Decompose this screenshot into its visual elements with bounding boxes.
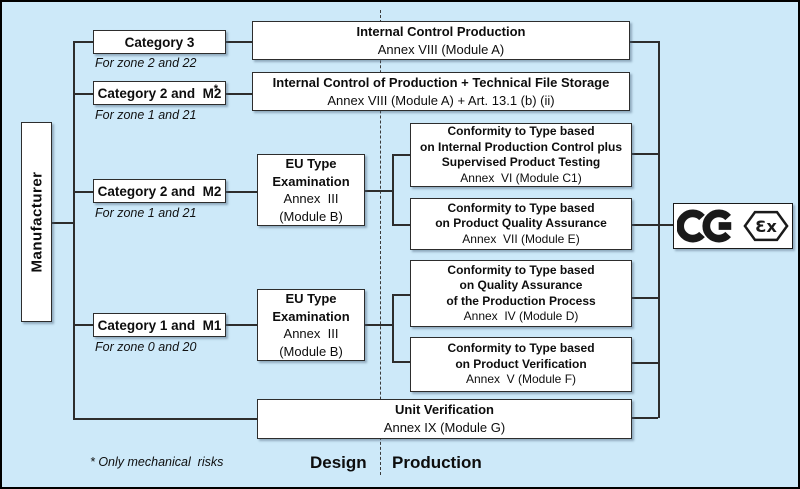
connector-line bbox=[632, 224, 673, 226]
connector-line bbox=[365, 324, 392, 326]
module-f-box: Conformity to Type based on Product Veri… bbox=[410, 337, 632, 392]
connector-line bbox=[632, 417, 658, 419]
manufacturer-label: Manufacturer bbox=[28, 171, 45, 273]
module-f-title: Conformity to Type based on Product Veri… bbox=[447, 341, 595, 371]
connector-line bbox=[226, 93, 252, 95]
connector-line bbox=[392, 154, 394, 225]
connector-line bbox=[226, 41, 252, 43]
module-c1-annex: Annex VI (Module C1) bbox=[460, 170, 582, 185]
category-1-m1-label: Category 1 and M1 bbox=[97, 317, 222, 333]
connector-line bbox=[73, 41, 93, 43]
category-2-m2-internal-box: Category 2 and M2 * bbox=[93, 81, 226, 105]
module-g-title: Unit Verification bbox=[395, 402, 494, 417]
ex-hexagon-icon: Ɛx bbox=[743, 210, 789, 242]
category-2-m2-box: Category 2 and M2 bbox=[93, 179, 226, 203]
eu-type-examination-annex-1: Annex III (Module B) bbox=[279, 191, 343, 224]
module-f-annex: Annex V (Module F) bbox=[465, 372, 577, 387]
connector-line bbox=[226, 191, 257, 193]
eu-type-examination-annex-2: Annex III (Module B) bbox=[279, 326, 343, 359]
module-a-art13-annex: Annex VIII (Module A) + Art. 13.1 (b) (i… bbox=[327, 92, 555, 108]
module-d-annex: Annex IV (Module D) bbox=[463, 309, 579, 323]
production-phase-label: Production bbox=[392, 453, 482, 472]
mechanical-risks-footnote: * Only mechanical risks bbox=[90, 455, 224, 469]
eu-type-examination-box-2: EU Type Examination Annex III (Module B) bbox=[257, 289, 365, 361]
eu-type-examination-title-2: EU Type Examination bbox=[272, 291, 350, 324]
connector-line bbox=[365, 190, 392, 192]
mechanical-risk-asterisk: * bbox=[213, 83, 218, 95]
connector-line bbox=[392, 154, 410, 156]
eu-type-examination-title-1: EU Type Examination bbox=[272, 156, 350, 189]
connector-line bbox=[73, 418, 257, 420]
module-a-title: Internal Control Production bbox=[356, 23, 526, 39]
category-1-m1-zone-note: For zone 0 and 20 bbox=[95, 340, 197, 354]
connector-line bbox=[226, 324, 257, 326]
module-e-title: Conformity to Type based on Product Qual… bbox=[435, 200, 607, 231]
connector-line bbox=[73, 93, 93, 95]
connector-line bbox=[632, 153, 658, 155]
connector-line bbox=[632, 297, 658, 299]
connector-line bbox=[392, 294, 410, 296]
eu-type-examination-box-1: EU Type Examination Annex III (Module B) bbox=[257, 154, 365, 226]
module-e-annex: Annex VII (Module E) bbox=[462, 231, 580, 246]
design-phase-label: Design bbox=[310, 453, 367, 472]
ce-ex-marking-box: Ɛx bbox=[673, 203, 793, 249]
connector-line bbox=[630, 41, 658, 43]
module-d-title: Conformity to Type based on Quality Assu… bbox=[446, 262, 596, 308]
module-a-art13-box: Internal Control of Production + Technic… bbox=[252, 72, 630, 111]
category-3-zone-note: For zone 2 and 22 bbox=[95, 56, 197, 70]
connector-line bbox=[73, 41, 75, 419]
module-g-annex: Annex IX (Module G) bbox=[383, 420, 506, 435]
module-g-box: Unit Verification Annex IX (Module G) bbox=[257, 399, 632, 439]
module-d-box: Conformity to Type based on Quality Assu… bbox=[410, 260, 632, 327]
category-3-label: Category 3 bbox=[124, 34, 195, 50]
module-c1-title: Conformity to Type based on Internal Pro… bbox=[420, 124, 622, 169]
module-a-box: Internal Control Production Annex VIII (… bbox=[252, 21, 630, 60]
category-1-m1-box: Category 1 and M1 bbox=[93, 313, 226, 337]
category-2-m2-label: Category 2 and M2 bbox=[97, 183, 222, 199]
connector-line bbox=[73, 324, 93, 326]
connector-line bbox=[392, 361, 410, 363]
connector-line bbox=[658, 41, 660, 418]
ce-mark-icon bbox=[677, 209, 732, 243]
connector-line bbox=[632, 362, 658, 364]
connector-line bbox=[52, 222, 73, 224]
category-3-box: Category 3 bbox=[93, 30, 226, 54]
ex-mark-text: Ɛx bbox=[755, 217, 777, 236]
category-2-m2-zone-note: For zone 1 and 21 bbox=[95, 206, 197, 220]
module-a-art13-title: Internal Control of Production + Technic… bbox=[272, 74, 610, 90]
manufacturer-box: Manufacturer bbox=[21, 122, 52, 322]
connector-line bbox=[392, 224, 410, 226]
category-2-m2-internal-zone-note: For zone 1 and 21 bbox=[95, 108, 197, 122]
category-2-m2-internal-label: Category 2 and M2 bbox=[97, 85, 222, 101]
connector-line bbox=[392, 294, 394, 362]
module-e-box: Conformity to Type based on Product Qual… bbox=[410, 198, 632, 250]
module-a-annex: Annex VIII (Module A) bbox=[377, 41, 505, 57]
module-c1-box: Conformity to Type based on Internal Pro… bbox=[410, 123, 632, 187]
connector-line bbox=[73, 191, 93, 193]
design-production-divider bbox=[380, 10, 381, 475]
